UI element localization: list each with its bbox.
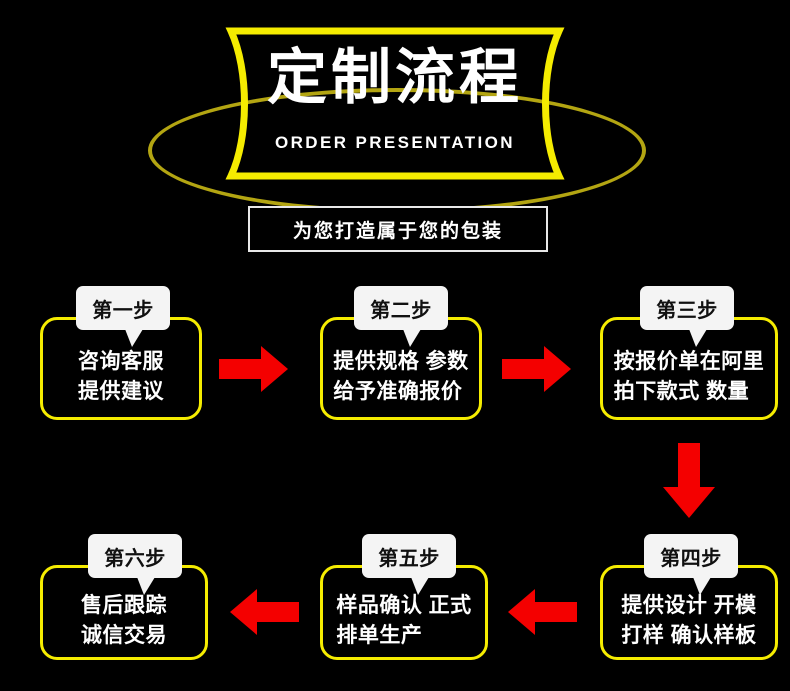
step-2-box: 提供规格 参数 给予准确报价 [320, 317, 482, 420]
step-4-badge: 第四步 [644, 534, 738, 595]
step-4-line-1: 提供设计 开模 [621, 593, 757, 617]
page-subtitle-en: ORDER PRESENTATION [275, 133, 515, 152]
step-1-badge-label: 第一步 [92, 299, 154, 322]
arrow-step4-to-step5 [508, 588, 578, 636]
step-1: 咨询客服 提供建议 第一步 [40, 286, 202, 420]
step-3-badge-label: 第三步 [656, 299, 718, 322]
step-2: 提供规格 参数 给予准确报价 第二步 [320, 286, 482, 420]
step-5-badge-label: 第五步 [378, 547, 440, 570]
step-1-box: 咨询客服 提供建议 [40, 317, 202, 420]
step-2-text: 提供规格 参数 给予准确报价 [333, 347, 468, 407]
step-3-badge: 第三步 [640, 286, 734, 347]
step-4-text: 提供设计 开模 打样 确认样板 [621, 591, 756, 651]
step-6: 售后跟踪 诚信交易 第六步 [40, 534, 208, 660]
step-5-box: 样品确认 正式 排单生产 [320, 565, 488, 660]
step-6-badge-label: 第六步 [104, 547, 166, 570]
step-6-text: 售后跟踪 诚信交易 [81, 591, 167, 651]
step-5-line-1: 样品确认 正式 [336, 593, 472, 617]
arrow-step5-to-step6 [230, 588, 300, 636]
step-5: 样品确认 正式 排单生产 第五步 [320, 534, 488, 660]
step-4-box: 提供设计 开模 打样 确认样板 [600, 565, 778, 660]
step-6-line-1: 售后跟踪 [81, 593, 167, 617]
step-2-line-1: 提供规格 参数 [333, 349, 469, 373]
step-6-box: 售后跟踪 诚信交易 [40, 565, 208, 660]
step-5-badge: 第五步 [362, 534, 456, 595]
step-2-badge: 第二步 [354, 286, 448, 347]
step-3-text: 按报价单在阿里 拍下款式 数量 [614, 347, 765, 407]
step-3: 按报价单在阿里 拍下款式 数量 第三步 [600, 286, 778, 420]
step-3-line-1: 按报价单在阿里 [613, 349, 765, 373]
arrow-step3-to-step4 [662, 443, 716, 519]
step-4-line-2: 打样 确认样板 [621, 623, 757, 647]
banner-ribbon-shape [225, 27, 565, 180]
tagline-text: 为您打造属于您的包装 [292, 220, 503, 242]
tagline-box: 为您打造属于您的包装 [248, 206, 548, 252]
step-4: 提供设计 开模 打样 确认样板 第四步 [600, 534, 778, 660]
step-6-badge: 第六步 [88, 534, 182, 595]
step-1-text: 咨询客服 提供建议 [78, 347, 164, 407]
step-1-line-2: 提供建议 [78, 379, 164, 403]
step-4-badge-label: 第四步 [660, 547, 722, 570]
arrow-step2-to-step3 [502, 345, 572, 393]
step-2-line-2: 给予准确报价 [333, 379, 463, 403]
step-1-line-1: 咨询客服 [78, 349, 164, 373]
step-3-line-2: 拍下款式 数量 [613, 379, 750, 403]
arrow-step1-to-step2 [219, 345, 289, 393]
page-title: 定制流程 [267, 44, 523, 111]
step-1-badge: 第一步 [76, 286, 170, 347]
header-section: 定制流程 ORDER PRESENTATION 为您打造属于您的包装 [0, 0, 790, 265]
step-2-badge-label: 第二步 [370, 299, 432, 322]
step-6-line-2: 诚信交易 [81, 623, 167, 647]
step-5-line-2: 排单生产 [336, 623, 423, 647]
step-5-text: 样品确认 正式 排单生产 [336, 591, 471, 651]
